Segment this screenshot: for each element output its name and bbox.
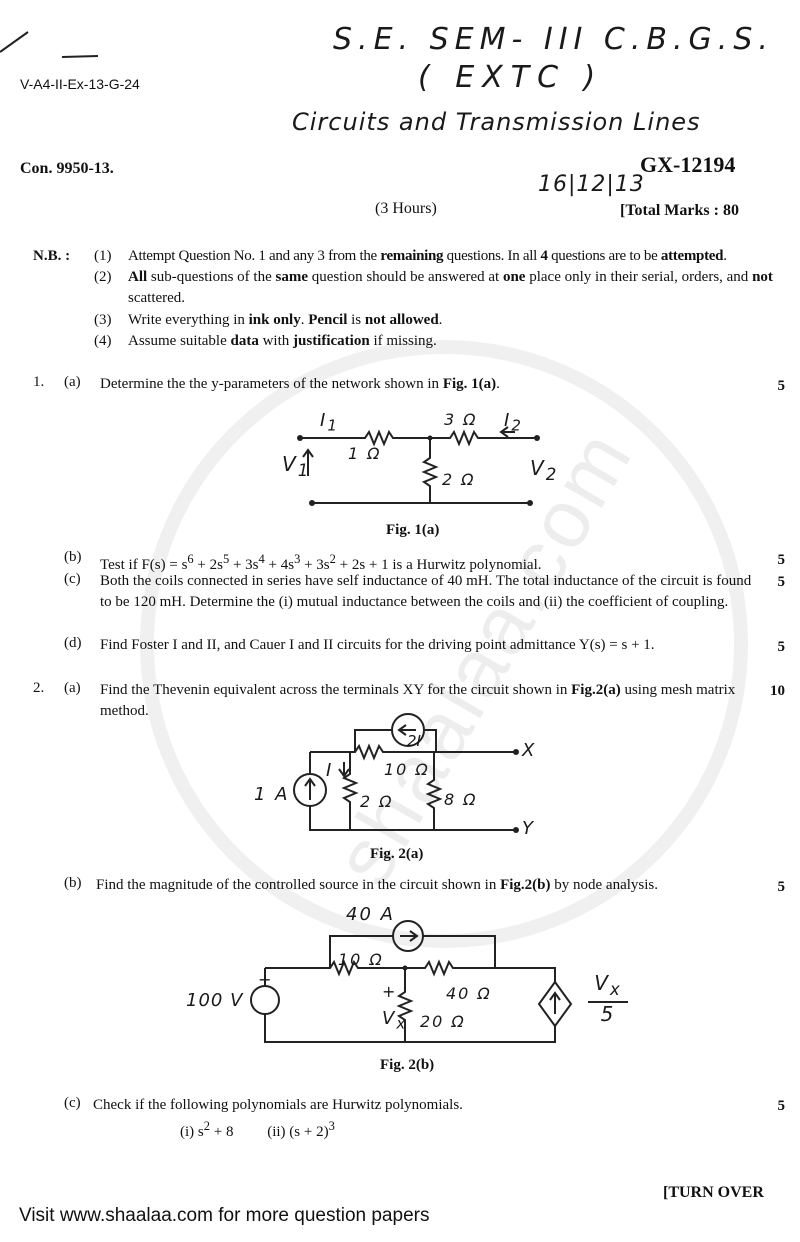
handwritten-date: 16|12|13 <box>538 172 645 197</box>
fig1a-v2-sub: 2 <box>545 465 559 484</box>
fig2a-y-terminal: Y <box>522 818 535 839</box>
handwritten-subject: Circuits and Transmission Lines <box>292 108 701 136</box>
fig2b-dep-den: 5 <box>600 1002 616 1026</box>
fig1a-i1-sub: 1 <box>327 416 339 435</box>
fig1a-r1-label: 1 Ω <box>348 444 382 463</box>
q1-number: 1. <box>33 374 45 390</box>
q1a-marks: 5 <box>777 378 786 394</box>
fig2b-vx-sub: x <box>396 1014 408 1033</box>
fig1a-r2-label: 2 Ω <box>442 470 476 489</box>
total-marks: [Total Marks : 80 <box>620 202 739 219</box>
q1d-label: (d) <box>64 635 82 651</box>
nb-item-1: Attempt Question No. 1 and any 3 from th… <box>128 248 727 264</box>
fig2b-plus-sign: + <box>258 970 274 989</box>
nb-item-4: Assume suitable data with justification … <box>128 333 437 349</box>
q2a-marks: 10 <box>770 683 785 699</box>
duration: (3 Hours) <box>375 200 437 217</box>
q2a-label: (a) <box>64 680 81 696</box>
paper-code-small: V-A4-II-Ex-13-G-24 <box>20 76 140 92</box>
q1a-label: (a) <box>64 374 81 390</box>
fig1a-i2-sub: 2 <box>511 416 523 435</box>
q2c-subparts: (i) s2 + 8 (ii) (s + 2)3 <box>180 1119 335 1140</box>
q2b-text: Find the magnitude of the controlled sou… <box>96 877 658 893</box>
fig1a-v1-sub: 1 <box>297 461 311 480</box>
fig2a-src-label: 1 A <box>254 784 290 805</box>
nb-item-2: All sub-questions of the same question s… <box>128 269 773 306</box>
fig2a-r2-label: 2 Ω <box>360 792 394 811</box>
fig-2a-caption: Fig. 2(a) <box>370 846 424 862</box>
fig-1a-caption: Fig. 1(a) <box>386 522 440 538</box>
q1d-marks: 5 <box>777 639 786 655</box>
corner-scribble <box>0 31 29 53</box>
fig1a-v2-label: V <box>530 456 546 480</box>
fig2b-dep-sub: x <box>609 980 622 999</box>
fig2b-vx-plus: + <box>382 982 398 1001</box>
handwritten-course: S.E. SEM- III C.B.G.S. <box>333 22 774 57</box>
q2a-text: Find the Thevenin equivalent across the … <box>100 682 736 719</box>
q1d-text: Find Foster I and II, and Cauer I and II… <box>100 637 655 653</box>
nb-item-3: Write everything in ink only. Pencil is … <box>128 312 443 328</box>
fig1a-r3-label: 3 Ω <box>444 410 478 429</box>
q2-number: 2. <box>33 680 45 696</box>
q1b-marks: 5 <box>777 552 786 568</box>
fig2b-r20-label: 20 Ω <box>420 1012 466 1031</box>
nb-num-3: (3) <box>94 312 112 328</box>
turn-over: [TURN OVER <box>663 1184 764 1201</box>
nb-num-2: (2) <box>94 269 112 285</box>
q1b-text: Test if F(s) = s6 + 2s5 + 3s4 + 4s3 + 3s… <box>100 552 542 573</box>
fig2a-i-label: I <box>326 760 334 781</box>
fig2a-x-terminal: X <box>522 740 537 761</box>
exam-code: GX-12194 <box>640 152 736 177</box>
fig2b-dep-num: V <box>594 971 610 995</box>
q1c-label: (c) <box>64 571 81 587</box>
q1c-text: Both the coils connected in series have … <box>100 573 752 610</box>
fig2b-r40-label: 40 Ω <box>446 984 492 1003</box>
fig2a-dep-label: 2I <box>407 732 421 750</box>
fig2b-voltage-label: 100 V <box>186 990 244 1011</box>
fig2a-r8-label: 8 Ω <box>444 790 478 809</box>
footer-note: Visit www.shaalaa.com for more question … <box>19 1205 430 1226</box>
fig1a-v1-label: V <box>282 452 298 476</box>
fig2a-r10-label: 10 Ω <box>384 760 430 779</box>
con-number: Con. 9950-13. <box>20 160 114 177</box>
nb-num-1: (1) <box>94 248 112 264</box>
fig-2a-circuit <box>293 713 519 833</box>
fig-2b-circuit <box>250 920 573 1043</box>
q2b-marks: 5 <box>777 879 786 895</box>
fig1a-i1-label: I <box>320 410 328 431</box>
q1b-label: (b) <box>64 549 82 565</box>
q2c-text: Check if the following polynomials are H… <box>93 1097 463 1113</box>
q1a-text: Determine the the y-parameters of the ne… <box>100 376 500 392</box>
nb-label: N.B. : <box>33 248 71 264</box>
fig2b-r10-label: 10 Ω <box>338 950 384 969</box>
handwritten-branch: ( EXTC ) <box>418 60 604 95</box>
fig-2b-caption: Fig. 2(b) <box>380 1057 435 1073</box>
fig2b-current-source-label: 40 A <box>346 904 395 925</box>
q2c-label: (c) <box>64 1095 81 1111</box>
q2b-label: (b) <box>64 875 82 891</box>
q2c-marks: 5 <box>777 1098 786 1114</box>
q1c-marks: 5 <box>777 574 786 590</box>
nb-num-4: (4) <box>94 333 112 349</box>
top-dash <box>61 55 99 58</box>
fig1a-i2-label: I <box>504 410 512 431</box>
fig2b-vx-label: V <box>382 1008 397 1029</box>
fig-1a-circuit <box>297 426 540 506</box>
